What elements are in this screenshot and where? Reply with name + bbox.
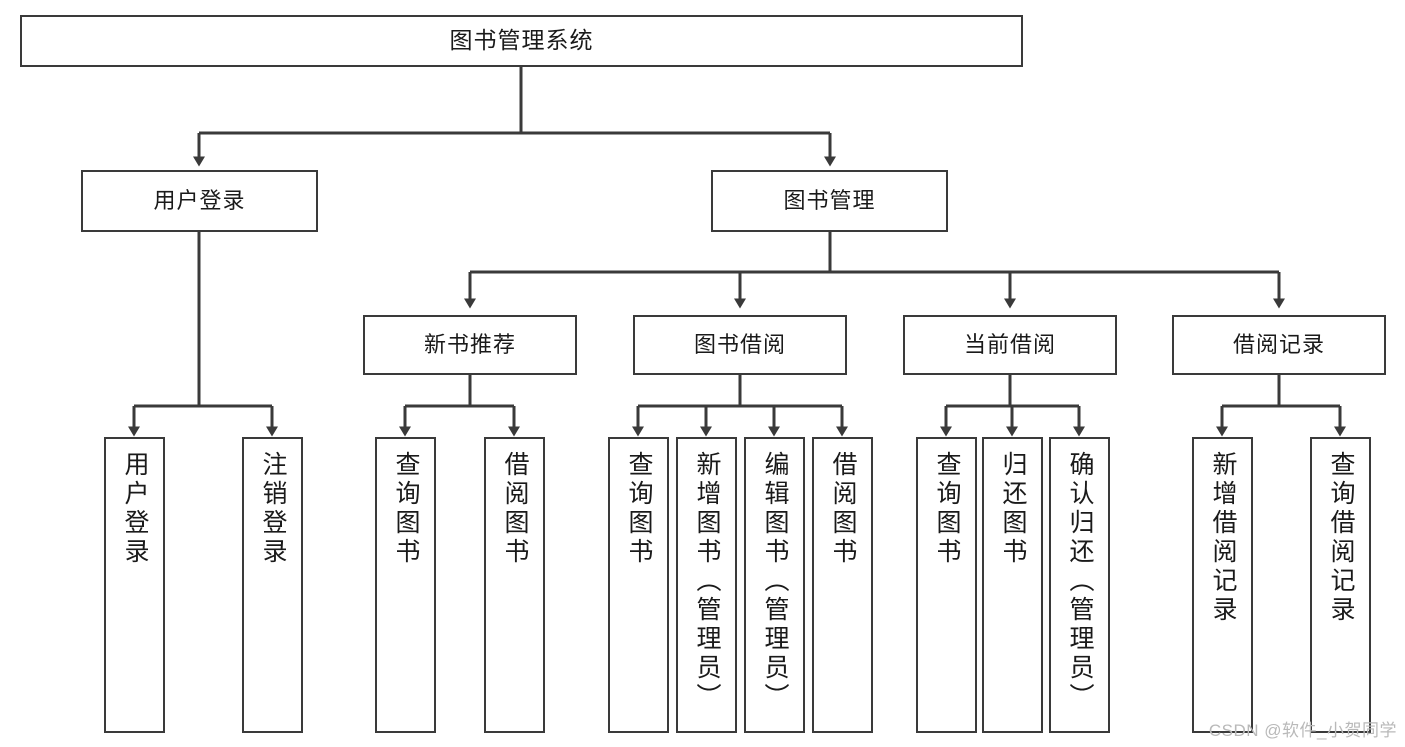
node-label: 图书借阅: [693, 332, 786, 358]
node-label: 用户登录: [121, 451, 149, 567]
node-label: 借阅图书: [829, 451, 857, 567]
node-leaf-query-book-3[interactable]: 查询图书: [916, 437, 977, 733]
node-label: 查询借阅记录: [1327, 451, 1355, 625]
node-label: 确认归还（管理员）: [1066, 451, 1094, 712]
node-label: 新增图书（管理员）: [693, 451, 721, 712]
node-user-login[interactable]: 用户登录: [81, 170, 318, 232]
node-new-book-recommend[interactable]: 新书推荐: [363, 315, 577, 375]
node-leaf-borrow-book-2[interactable]: 借阅图书: [812, 437, 873, 733]
node-label: 新书推荐: [423, 332, 516, 358]
node-leaf-borrow-book-1[interactable]: 借阅图书: [484, 437, 545, 733]
node-leaf-edit-book[interactable]: 编辑图书（管理员）: [744, 437, 805, 733]
node-leaf-query-book-1[interactable]: 查询图书: [375, 437, 436, 733]
node-leaf-user-login[interactable]: 用户登录: [104, 437, 165, 733]
node-leaf-confirm-return[interactable]: 确认归还（管理员）: [1049, 437, 1110, 733]
node-label: 编辑图书（管理员）: [761, 451, 789, 712]
node-label: 查询图书: [933, 451, 961, 567]
node-label: 借阅图书: [501, 451, 529, 567]
node-label: 用户登录: [153, 188, 246, 214]
node-book-borrow[interactable]: 图书借阅: [633, 315, 847, 375]
node-label: 图书管理: [783, 188, 876, 214]
node-label: 当前借阅: [963, 332, 1056, 358]
node-borrow-record[interactable]: 借阅记录: [1172, 315, 1386, 375]
node-label: 归还图书: [999, 451, 1027, 567]
node-leaf-return-book[interactable]: 归还图书: [982, 437, 1043, 733]
node-root-system[interactable]: 图书管理系统: [20, 15, 1023, 67]
node-label: 新增借阅记录: [1209, 451, 1237, 625]
node-leaf-add-record[interactable]: 新增借阅记录: [1192, 437, 1253, 733]
node-book-manage[interactable]: 图书管理: [711, 170, 948, 232]
node-label: 查询图书: [392, 451, 420, 567]
node-leaf-query-record[interactable]: 查询借阅记录: [1310, 437, 1371, 733]
node-label: 借阅记录: [1232, 332, 1325, 358]
node-leaf-user-logout[interactable]: 注销登录: [242, 437, 303, 733]
node-label: 查询图书: [625, 451, 653, 567]
csdn-watermark: CSDN @软件_小贺同学: [1208, 721, 1397, 740]
node-label: 注销登录: [259, 451, 287, 567]
node-current-borrow[interactable]: 当前借阅: [903, 315, 1117, 375]
node-leaf-add-book[interactable]: 新增图书（管理员）: [676, 437, 737, 733]
node-label: 图书管理系统: [449, 27, 594, 54]
node-leaf-query-book-2[interactable]: 查询图书: [608, 437, 669, 733]
